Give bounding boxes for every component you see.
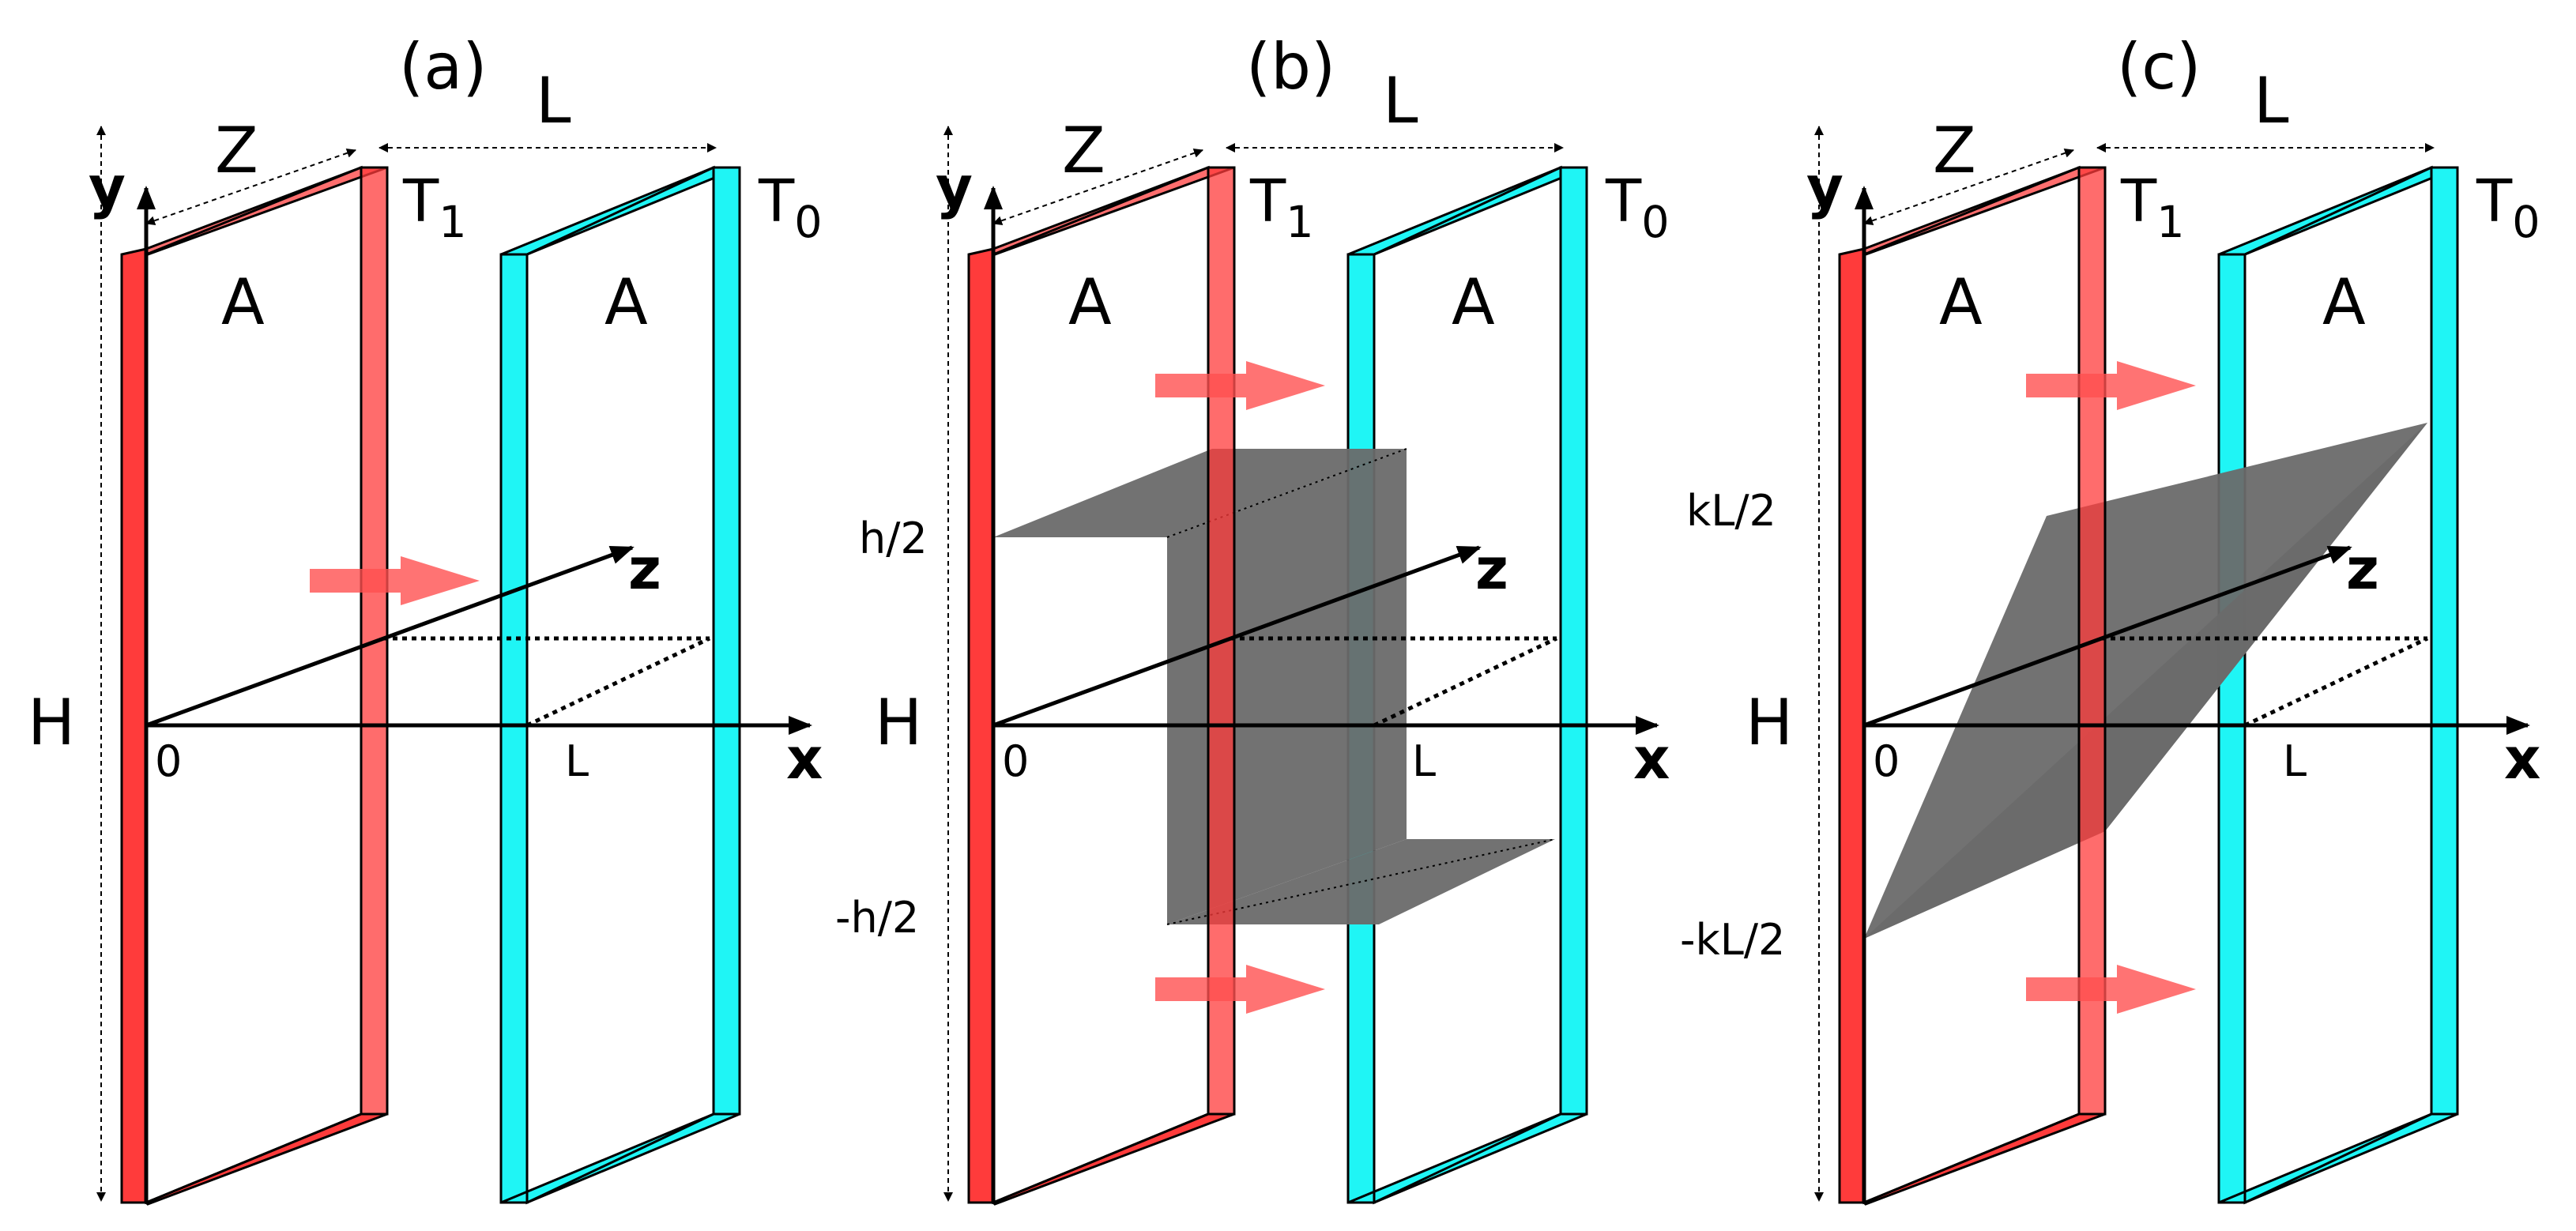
cold-plate-side-face: [2217, 253, 2246, 1204]
y-tick-lower: -h/2: [835, 893, 919, 943]
height-label: H: [28, 686, 75, 759]
hot-temperature-label-symbol: T: [2120, 168, 2157, 235]
cold-temperature-label-subscript: 0: [794, 197, 822, 248]
hot-temperature-label-subscript: 1: [1286, 197, 1313, 248]
heat-flow-arrow-lower: [1155, 965, 1325, 1014]
cold-temperature-label-symbol: T: [2476, 168, 2513, 235]
y-axis-label: y: [936, 154, 973, 220]
y-tick-upper: kL/2: [1686, 486, 1776, 536]
plate-depth-label: Z: [1062, 114, 1105, 187]
plate-length-label: L: [536, 64, 571, 137]
cold-temperature-label: T0: [1605, 168, 1670, 248]
x-axis-label: x: [786, 725, 823, 792]
panel-label: (a): [399, 30, 487, 104]
origin-label: 0: [155, 736, 182, 786]
hot-plate-bottom-edge: [1862, 1112, 2106, 1206]
x-axis-label: x: [2504, 725, 2540, 792]
hot-temperature-label-subscript: 1: [439, 197, 466, 248]
x-tick-label: L: [2283, 736, 2307, 786]
hot-temperature-label-symbol: T: [1249, 168, 1286, 235]
plate-length-label: L: [2254, 64, 2289, 137]
interface-sheet-upper: [993, 449, 1407, 537]
origin-label: 0: [1002, 736, 1029, 786]
z-axis-label: z: [628, 536, 661, 602]
cold-area-label: A: [2322, 265, 2366, 339]
hot-temperature-label: T1: [1249, 168, 1314, 248]
depth-dimension-arrow: [992, 148, 1203, 226]
cold-temperature-label-symbol: T: [758, 168, 795, 235]
hot-plate-bottom-edge: [991, 1112, 1235, 1206]
cold-plate-side-face: [499, 253, 529, 1204]
hot-plate-side-face: [1838, 247, 1866, 1204]
hot-plate-bottom-edge: [144, 1112, 388, 1206]
height-label: H: [1746, 686, 1793, 759]
y-tick-upper: h/2: [859, 514, 928, 563]
hot-temperature-label: T1: [402, 168, 467, 248]
cold-area-label: A: [604, 265, 648, 339]
hot-area-label: A: [1939, 265, 1983, 339]
heat-flow-arrow-upper: [1155, 361, 1325, 410]
cold-temperature-label: T0: [758, 168, 823, 248]
y-axis-label: y: [1806, 154, 1843, 220]
interface-hidden-edge-upper: [1166, 448, 1407, 538]
cold-area-label: A: [1452, 265, 1495, 339]
z-axis-label: z: [2346, 536, 2379, 602]
dotted-depth-line: [2243, 636, 2429, 728]
x-axis-label: x: [1633, 725, 1670, 792]
hot-area-label: A: [1068, 265, 1112, 339]
interface-hidden-edge-lower: [1166, 838, 1556, 925]
interface-sheet-slope-face: [1864, 423, 2427, 939]
heat-flow-arrow: [310, 556, 480, 605]
hot-area-label: A: [221, 265, 265, 339]
hot-plate-side-face: [967, 247, 995, 1204]
depth-dimension-arrow: [145, 148, 356, 226]
plate-depth-label: Z: [1933, 114, 1976, 187]
plate-depth-label: Z: [215, 114, 258, 187]
z-axis-label: z: [1475, 536, 1508, 602]
hot-plate-side-face: [120, 247, 148, 1204]
y-tick-lower: -kL/2: [1680, 915, 1785, 965]
dotted-depth-line: [525, 636, 711, 728]
heat-flow-arrow-upper: [2026, 361, 2196, 410]
cold-temperature-label-subscript: 0: [2512, 197, 2540, 248]
z-axis: [145, 545, 635, 728]
z-axis: [1863, 545, 2352, 728]
cold-plate-back-strip: [712, 166, 741, 1116]
cold-plate-back-strip: [2430, 166, 2459, 1116]
plate-length-label: L: [1383, 64, 1418, 137]
panel-label: (b): [1246, 30, 1335, 104]
depth-dimension-arrow: [1863, 148, 2074, 226]
origin-label: 0: [1873, 736, 1900, 786]
cold-temperature-label-subscript: 0: [1641, 197, 1669, 248]
heat-flow-arrow-lower: [2026, 965, 2196, 1014]
hot-temperature-label: T1: [2120, 168, 2185, 248]
z-axis: [992, 545, 1482, 728]
hot-temperature-label-symbol: T: [402, 168, 439, 235]
y-axis-label: y: [89, 154, 126, 220]
height-label: H: [875, 686, 922, 759]
cold-plate-back-strip: [1559, 166, 1588, 1116]
hot-temperature-label-subscript: 1: [2156, 197, 2184, 248]
cold-temperature-label-symbol: T: [1605, 168, 1642, 235]
panel-label: (c): [2117, 30, 2201, 104]
x-tick-label: L: [565, 736, 589, 786]
cold-temperature-label: T0: [2476, 168, 2540, 248]
x-tick-label: L: [1412, 736, 1436, 786]
